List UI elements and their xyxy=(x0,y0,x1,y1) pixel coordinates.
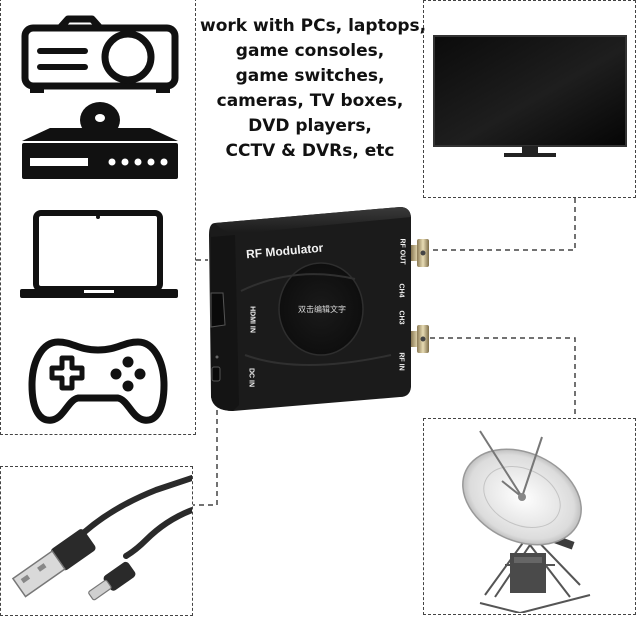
headline-line: cameras, TV boxes, xyxy=(216,91,404,111)
source-devices-box xyxy=(0,0,196,435)
projector-icon xyxy=(21,15,179,93)
tv-icon xyxy=(433,35,627,157)
port-label-rf-out: RF OUT xyxy=(398,238,406,265)
satellite-dish-icon xyxy=(462,430,591,613)
usb-cable-box xyxy=(0,466,193,616)
line-dcin-to-cable xyxy=(193,410,218,506)
laptop-icon xyxy=(20,210,178,298)
line-rfin-to-antenna xyxy=(430,337,576,418)
rf-out-connector xyxy=(411,239,429,267)
usb-cable-icon xyxy=(11,475,192,601)
headline-line: CCTV & DVRs, etc xyxy=(225,141,395,161)
headline-line: DVD players, xyxy=(248,116,372,136)
tv-box xyxy=(423,0,636,198)
compatibility-headline: work with PCs, laptops, game consoles, g… xyxy=(200,14,427,164)
port-label-ch4: CH4 xyxy=(397,283,405,298)
line-rfout-to-tv xyxy=(432,198,576,251)
headline-line: game consoles, xyxy=(235,41,385,61)
headline-line: game switches, xyxy=(235,66,385,86)
rf-modulator-device xyxy=(209,207,429,411)
port-label-rf-in: RF IN xyxy=(397,352,405,371)
rf-in-connector xyxy=(411,325,429,353)
dvd-player-icon xyxy=(22,102,178,179)
port-label-dc-in: DC IN xyxy=(247,367,255,388)
headline-line: work with PCs, laptops, xyxy=(200,16,427,36)
device-center-text: 双击编辑文字 xyxy=(298,305,346,314)
antenna-box xyxy=(423,418,636,615)
gamepad-icon xyxy=(28,338,168,424)
port-label-ch3: CH3 xyxy=(397,310,405,325)
port-label-hdmi-in: HDMI IN xyxy=(248,306,256,333)
